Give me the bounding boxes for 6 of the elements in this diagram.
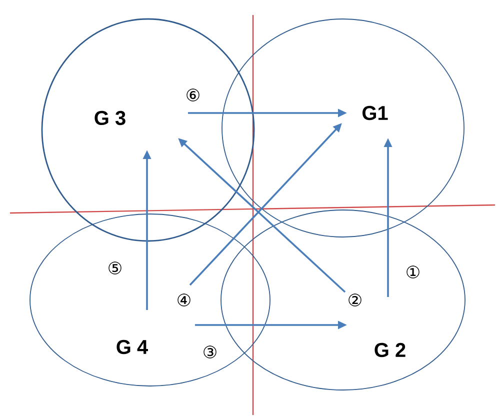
edge-label: ①	[404, 264, 422, 280]
edge-label: ③	[201, 344, 219, 360]
edge-label: ④	[175, 292, 193, 308]
edge-label: ⑤	[106, 260, 124, 276]
edge-label: ⑥	[184, 88, 202, 102]
edge-label: ②	[346, 292, 364, 308]
